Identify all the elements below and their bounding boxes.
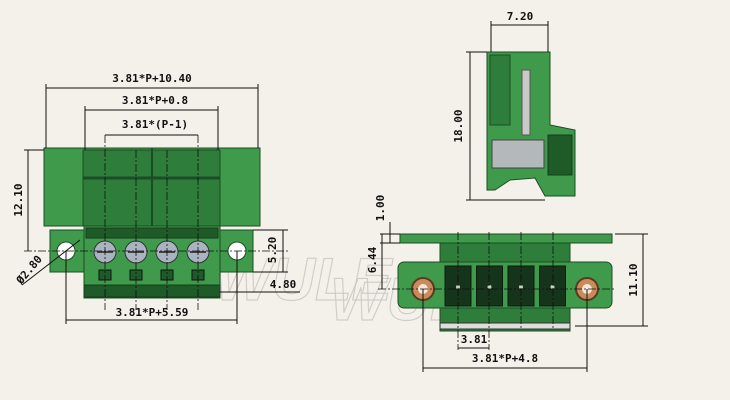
top-plate	[399, 233, 613, 244]
plug-side-view: 7.20 18.00	[452, 10, 576, 201]
dim-flange-thickness: 1.00	[374, 195, 387, 222]
header-view-dimensions: 1.00 6.44 11.10 3.81 3.81*P+4.8	[366, 195, 648, 372]
dim-hole-diameter: Ø2.80	[13, 253, 45, 287]
screw-side	[491, 139, 545, 169]
dim-overall-width: 3.81*P+10.40	[112, 72, 191, 85]
dim-height: 12.10	[12, 183, 25, 216]
dim-body-width: 3.81*P+0.8	[122, 94, 188, 107]
dim-flange-to-center: 6.44	[366, 246, 379, 273]
dim-total-height: 11.10	[627, 263, 640, 296]
dim-pitch: 3.81	[461, 333, 488, 346]
dim-depth: 7.20	[507, 10, 534, 23]
dim-hole-offset: 4.80	[270, 278, 297, 291]
dim-pitch-span: 3.81*(P-1)	[122, 118, 188, 131]
dim-bottom-width: 3.81*P+5.59	[116, 306, 189, 319]
header-front-view	[397, 233, 613, 332]
dim-flange-height: 5.20	[266, 237, 279, 264]
dim-hole-spacing: 3.81*P+4.8	[472, 352, 538, 365]
dim-side-height: 18.00	[452, 109, 465, 142]
